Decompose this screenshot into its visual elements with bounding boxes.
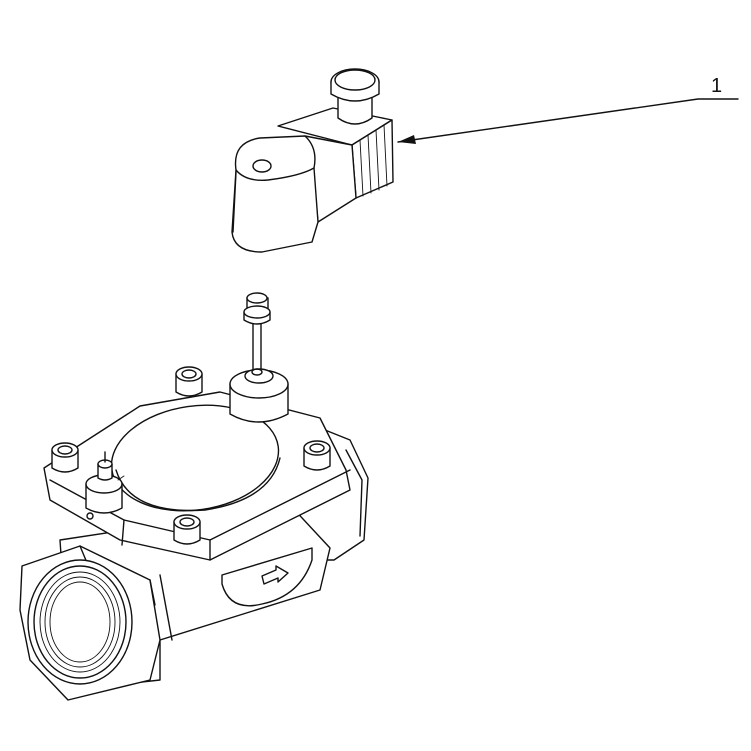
leader-line (397, 98, 739, 143)
plunger-stem (243, 292, 271, 373)
bleed-screw (85, 451, 125, 520)
callout-number: 1 (711, 75, 722, 97)
coil-body (231, 135, 319, 253)
callout-1: 1 (397, 75, 739, 144)
valve-body (19, 419, 369, 701)
inlet-opening (27, 559, 133, 685)
leader-arrowhead (398, 135, 416, 144)
solenoid-coil (231, 68, 394, 253)
flow-arrow-icon (261, 565, 289, 585)
bolt-right (303, 440, 331, 471)
coil-hole (252, 159, 272, 173)
valve-bonnet (43, 366, 351, 561)
bolt-back (175, 366, 203, 397)
bolt-left (51, 442, 79, 473)
bolt-front (173, 514, 201, 545)
